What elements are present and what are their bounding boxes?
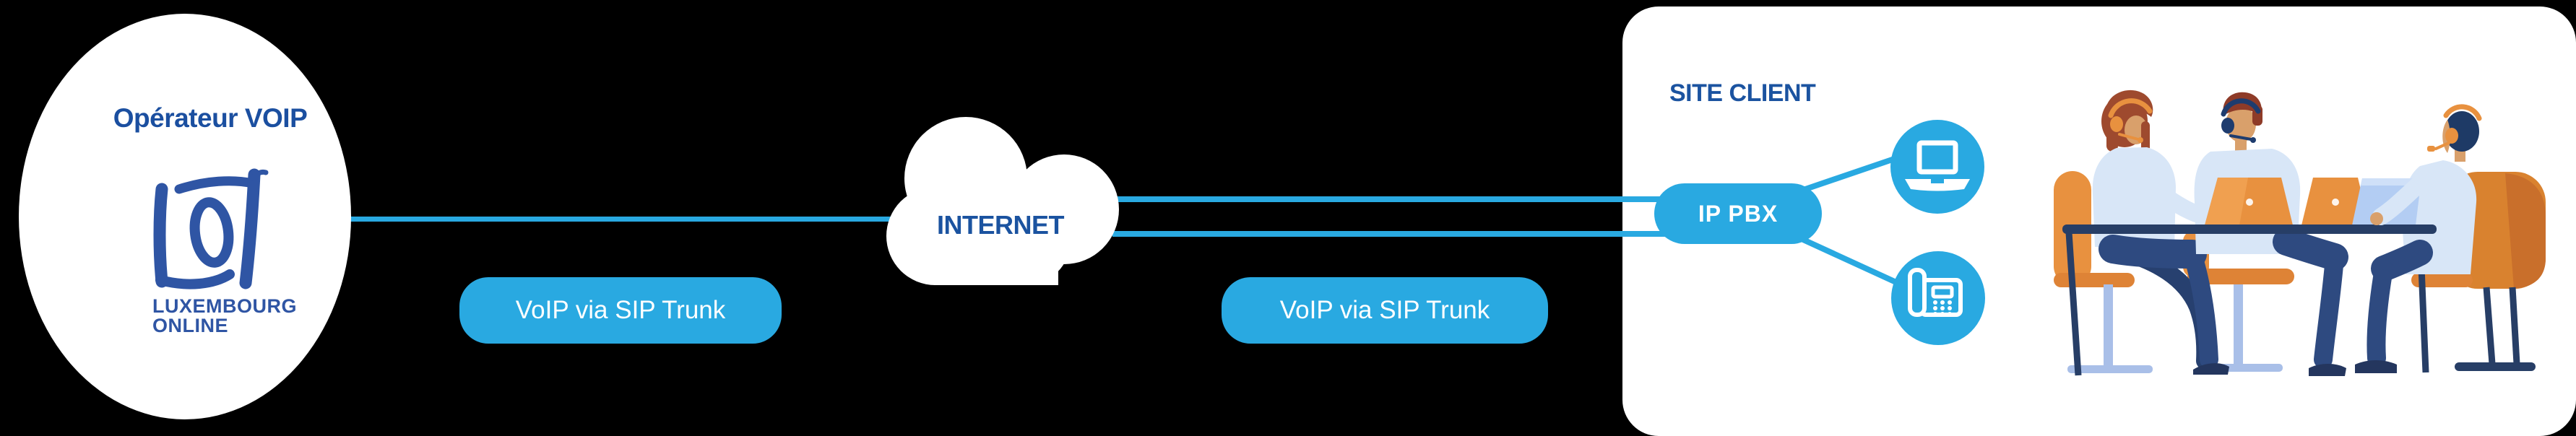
internet-cloud — [886, 117, 1119, 285]
sip-trunk-pill-left: VoIP via SIP Trunk — [459, 277, 782, 344]
luxembourg-online-logo-icon — [153, 168, 269, 289]
internet-to-pbx-line-lower — [1112, 231, 1665, 237]
site-client-title: SITE CLIENT — [1669, 79, 1816, 107]
team-illustration — [2054, 90, 2546, 376]
operator-title: Opérateur VOIP — [113, 103, 308, 133]
operator-circle — [19, 14, 351, 419]
man-right-arm — [2370, 173, 2430, 225]
laptop-orange-2 — [2301, 178, 2369, 225]
sip-trunk-pill-left-label: VoIP via SIP Trunk — [515, 296, 726, 324]
table-leg-left — [2065, 232, 2082, 376]
sip-trunk-pill-right-label: VoIP via SIP Trunk — [1279, 296, 1490, 324]
ip-pbx-label: IP PBX — [1698, 200, 1778, 227]
laptop-orange-1 — [2205, 178, 2293, 225]
laptop-device-circle — [1890, 120, 1984, 214]
sip-trunk-pill-right: VoIP via SIP Trunk — [1222, 277, 1548, 344]
internet-label: INTERNET — [937, 210, 1065, 240]
chair-right — [2411, 172, 2546, 371]
phone-device-circle — [1891, 251, 1985, 345]
internet-to-pbx-line-upper — [1112, 196, 1665, 202]
woman-agent-figure — [2092, 90, 2229, 375]
laptop-icon — [1905, 140, 1970, 191]
man-center-figure — [2194, 92, 2348, 376]
ip-pbx-pill: IP PBX — [1654, 183, 1822, 244]
man-right-figure — [2355, 104, 2482, 373]
operator-to-internet-line — [340, 217, 892, 222]
logo-text-luxembourg: LUXEMBOURG — [152, 295, 297, 317]
desk-phone-icon — [1908, 268, 1963, 317]
table-top — [2062, 224, 2437, 234]
logo-text-online: ONLINE — [152, 315, 229, 336]
